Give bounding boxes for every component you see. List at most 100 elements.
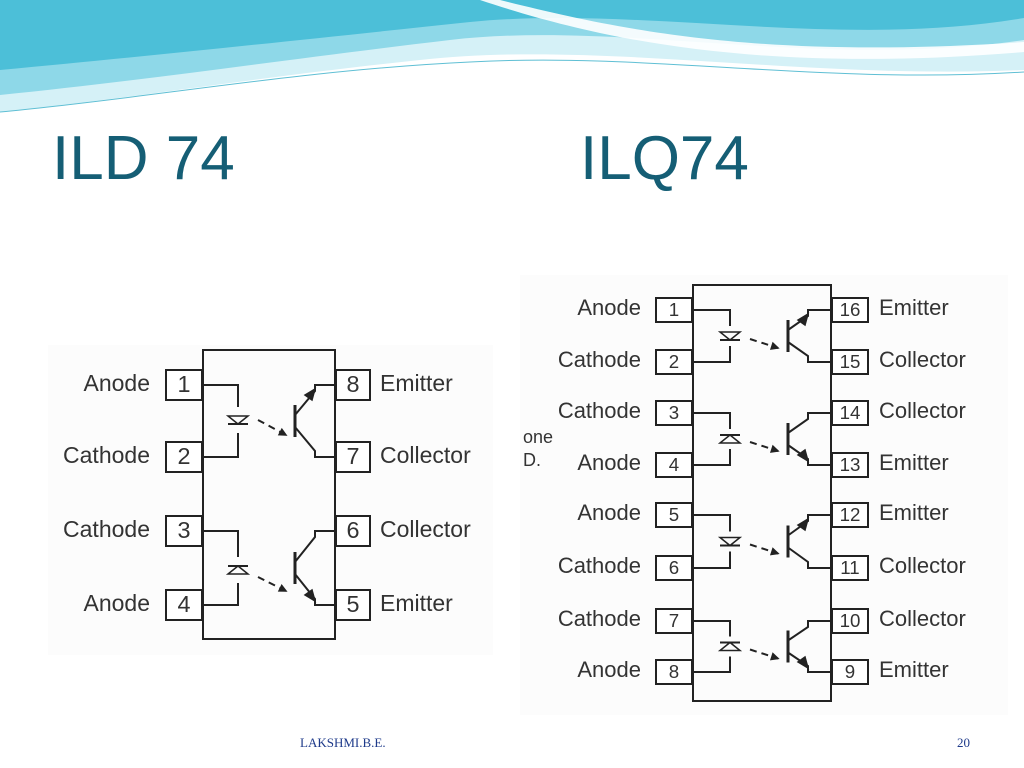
ilq74-led2-triangle: [717, 434, 743, 444]
ilq74-light2-arrowhead: [769, 444, 780, 453]
ilq74-transistor4-emitter-arrow: [796, 655, 810, 670]
ilq74-transistor2-upper-leg: [787, 412, 831, 434]
ild74-left-pin-4-number: 4: [177, 591, 190, 617]
ild74-left-pin-2-box: [165, 441, 203, 473]
ild74-right-label-7: Collector: [380, 442, 471, 468]
ilq74-left-pin-1-box: [655, 297, 693, 323]
ilq74-right-pin-14-box: [831, 400, 869, 426]
ilq74-left-pin-7-box: [655, 608, 693, 634]
ilq74-led3-triangle: [717, 536, 743, 547]
ild74-left-label-4: Anode: [83, 590, 150, 616]
ild74-light1-arrowhead: [277, 427, 288, 436]
ild74-transistor2-emitter-arrow: [303, 588, 317, 603]
ilq74-transistor4-upper-leg: [787, 620, 831, 642]
ilq74-transistor3-lower-leg: [787, 546, 831, 569]
ilq74-left-pin-4-number: 4: [669, 454, 679, 475]
ild74-transistor2-upper-leg: [294, 530, 335, 563]
ilq74-right-pin-13-box: [831, 452, 869, 478]
ild74-left-pin-3-number: 3: [177, 517, 190, 543]
ilq74-led1-triangle: [717, 331, 743, 341]
ild74-left-pin-1-box: [165, 369, 203, 401]
ild74-left-pin-3-box: [165, 515, 203, 547]
ild74-transistor1-emitter-arrow: [303, 387, 317, 402]
ilq74-transistor2-lower-leg: [787, 444, 831, 466]
ild74-right-pin-8-number: 8: [346, 371, 359, 397]
ilq74-left-label-4: Anode: [577, 450, 641, 475]
ilq74-light1-arrowhead: [769, 341, 780, 350]
ilq74-left-pin-1-number: 1: [669, 299, 679, 320]
ild74-transistor2-lower-leg: [294, 573, 335, 606]
ilq74-right-pin-10-number: 10: [840, 610, 861, 631]
ilq74-left-pin-5-number: 5: [669, 504, 679, 525]
ilq74-left-label-3: Cathode: [558, 398, 641, 423]
ild74-right-pin-8-box: [335, 369, 371, 401]
ilq74-left-label-6: Cathode: [558, 553, 641, 578]
ilq74-right-label-16: Emitter: [879, 295, 949, 320]
ild74-transistor1-upper-leg: [294, 384, 335, 416]
ild74-right-label-5: Emitter: [380, 590, 453, 616]
ilq74-left-label-7: Cathode: [558, 606, 641, 631]
ilq74-transistor4-lower-leg: [787, 651, 831, 673]
ild74-left-label-2: Cathode: [63, 442, 150, 468]
ilq74-light3-arrowhead: [769, 547, 780, 556]
ilq74-right-pin-15-box: [831, 349, 869, 375]
ild74-led1-wires: [203, 384, 239, 458]
ilq74-transistor1-emitter-arrow: [796, 312, 810, 327]
ild74-chip-body: [202, 349, 336, 640]
ilq74-left-label-8: Anode: [577, 657, 641, 682]
ild74-light2-arrowhead: [277, 584, 288, 592]
ilq74-note-line1: one: [523, 427, 553, 447]
ilq74-right-label-13: Emitter: [879, 450, 949, 475]
ilq74-right-pin-14-number: 14: [840, 402, 861, 423]
ilq74-left-pin-5-box: [655, 502, 693, 528]
banner-thin-line: [0, 59, 1024, 113]
ilq74-led4-triangle: [717, 641, 743, 652]
ilq74-left-pin-3-box: [655, 400, 693, 426]
ild74-right-pin-5-box: [335, 589, 371, 621]
ilq74-transistor3-emitter-arrow: [796, 517, 810, 532]
ild74-left-pin-4-box: [165, 589, 203, 621]
ilq74-led3-wires: [693, 514, 731, 569]
ilq74-right-label-12: Emitter: [879, 500, 949, 525]
ild74-right-label-8: Emitter: [380, 370, 453, 396]
ild74-right-pin-6-number: 6: [346, 517, 359, 543]
ilq74-left-pin-3-number: 3: [669, 402, 679, 423]
title-ilq74: ILQ74: [580, 124, 749, 193]
ilq74-left-label-1: Anode: [577, 295, 641, 320]
ild74-right-pin-5-number: 5: [346, 591, 359, 617]
ild74-right-pin-7-number: 7: [346, 443, 359, 469]
ilq74-chip-body: [692, 284, 832, 702]
ilq74-right-pin-16-number: 16: [840, 299, 861, 320]
banner-wave-dark: [0, 0, 1024, 70]
ild74-transistor1-lower-leg: [294, 426, 335, 458]
ilq74-led4-wires: [693, 620, 731, 673]
ild74-right-label-6: Collector: [380, 516, 471, 542]
ild74-right-pin-7-box: [335, 441, 371, 473]
ilq74-right-pin-9-box: [831, 659, 869, 685]
ild74-led2-triangle: [225, 565, 251, 575]
ild74-left-pin-1-number: 1: [177, 371, 190, 397]
title-ild74: ILD 74: [52, 124, 235, 193]
ilq74-right-pin-12-box: [831, 502, 869, 528]
footer-page-number: 20: [957, 735, 970, 750]
ilq74-note-line2: D.: [523, 450, 541, 470]
ilq74-left-label-5: Anode: [577, 500, 641, 525]
ilq74-transistor2-emitter-arrow: [796, 448, 810, 463]
ilq74-led2-wires: [693, 412, 731, 466]
ilq74-right-pin-9-number: 9: [845, 661, 855, 682]
ild74-led2-wires: [203, 530, 239, 606]
ilq74-right-pin-13-number: 13: [840, 454, 861, 475]
ild74-right-pin-6-box: [335, 515, 371, 547]
ilq74-right-pin-12-number: 12: [840, 504, 861, 525]
ilq74-transistor1-lower-leg: [787, 341, 831, 363]
banner-wave-white-streak: [480, 0, 1024, 59]
ilq74-left-pin-2-number: 2: [669, 351, 679, 372]
ilq74-right-pin-10-box: [831, 608, 869, 634]
ild74-led1-triangle: [225, 415, 251, 425]
ilq74-right-label-10: Collector: [879, 606, 966, 631]
wave-banner: [0, 0, 1024, 113]
